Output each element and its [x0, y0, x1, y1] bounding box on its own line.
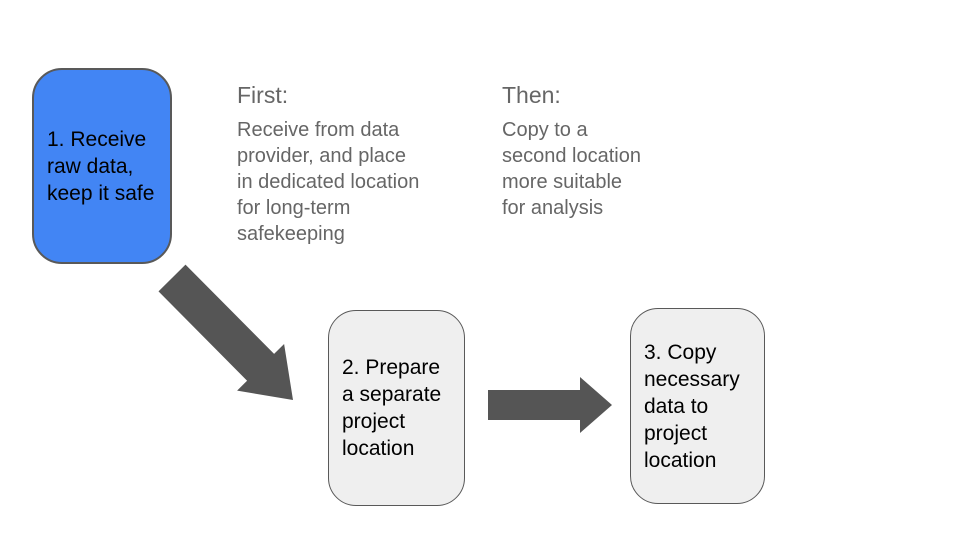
flow-box-3: 3. Copy necessary data to project locati…: [630, 308, 765, 504]
annotation-then: Then: Copy to a second location more sui…: [502, 80, 687, 221]
flow-box-2: 2. Prepare a separate project location: [328, 310, 465, 506]
annotation-first-body: Receive from data provider, and place in…: [237, 119, 420, 245]
flow-box-2-label: 2. Prepare a separate project location: [342, 356, 442, 460]
arrow-box1-box2: [158, 264, 293, 400]
flow-box-1: 1. Receive raw data, keep it safe: [32, 68, 172, 264]
annotation-first-heading: First:: [237, 82, 289, 108]
flow-box-3-label: 3. Copy necessary data to project locati…: [644, 340, 740, 472]
flow-box-1-label: 1. Receive raw data, keep it safe: [47, 127, 155, 205]
annotation-then-heading: Then:: [502, 82, 561, 108]
arrow-box2-box3: [488, 377, 612, 433]
annotation-first: First: Receive from data provider, and p…: [237, 80, 472, 247]
annotation-then-body: Copy to a second location more suitable …: [502, 119, 641, 219]
